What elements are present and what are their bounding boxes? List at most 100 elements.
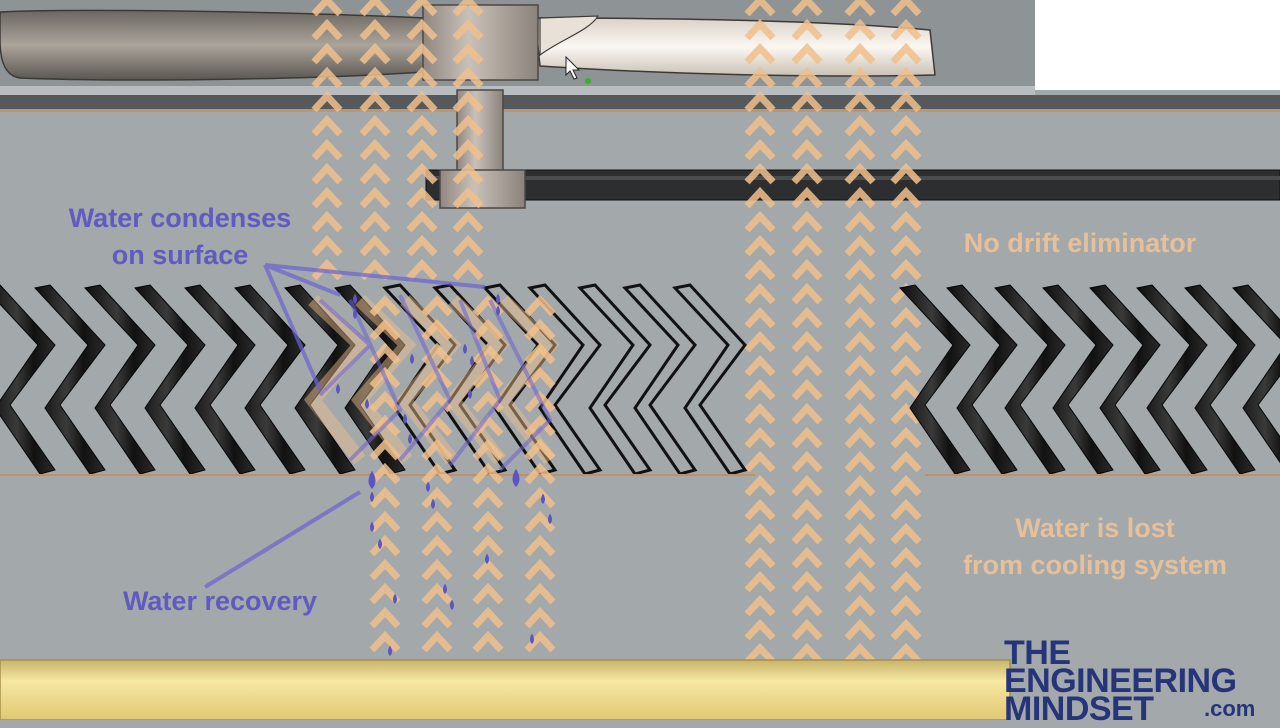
water-drop-icon [388,645,392,656]
chevron-arrow-icon [452,210,484,233]
chevron-arrow-icon [791,306,823,329]
chevron-arrow-icon [524,582,556,605]
chevron-arrow-icon [472,486,504,509]
water-drop-icon [408,433,412,444]
chevron-arrow-icon [744,570,776,593]
chevron-arrow-icon [844,450,876,473]
chevron-arrow-icon [844,210,876,233]
fan-assembly [0,0,1280,209]
chevron-arrow-icon [844,90,876,113]
chevron-arrow-icon [369,606,401,629]
cursor-arrow-icon [565,55,581,80]
eliminator-blade [34,284,106,475]
chevron-arrow-icon [844,138,876,161]
chevron-arrow-icon [844,18,876,41]
vapor-glow [395,294,462,465]
label-water-lost-line2: from cooling system [962,550,1228,580]
eliminator-blade [0,284,56,475]
eliminator-blade [1089,284,1161,475]
chevron-arrow-icon [890,570,922,593]
chevron-arrow-icon [406,210,438,233]
drift-eliminator [0,283,1280,476]
chevron-arrow-icon [452,42,484,65]
chevron-arrow-icon [890,186,922,209]
chevron-arrow-icon [311,90,343,113]
chevron-arrow-icon [890,234,922,257]
chevron-arrow-icon [744,258,776,281]
chevron-arrow-icon [791,498,823,521]
chevron-arrow-icon [406,66,438,89]
chevron-arrow-icon [844,498,876,521]
chevron-arrow-icon [359,234,391,257]
chevron-arrow-icon [890,354,922,377]
chevron-arrow-icon [406,162,438,185]
label-water-lost: Water is lost from cooling system [930,510,1260,584]
chevron-arrow-icon [890,402,922,425]
chevron-arrow-icon [524,462,556,485]
water-drop-icon [426,481,430,492]
annotation-pointers [203,263,486,589]
water-drop-icon [403,413,407,424]
chevron-arrow-icon [311,210,343,233]
chevron-arrow-icon [406,18,438,41]
eliminator-blade [84,284,156,475]
chevron-arrow-icon [791,90,823,113]
chevron-arrow-icon [791,18,823,41]
vapor-column-lower [369,294,401,653]
vapor-column-right [744,0,776,665]
chevron-arrow-icon [744,162,776,185]
chevron-arrow-icon [406,138,438,161]
chevron-arrow-icon [744,234,776,257]
chevron-arrow-icon [472,630,504,653]
vapor-arrows-upper [311,0,922,665]
chevron-arrow-icon [844,378,876,401]
eliminator-blade [234,284,306,475]
chevron-arrow-icon [369,534,401,557]
vapor-column-right [890,0,922,665]
chevron-arrow-icon [844,162,876,185]
chevron-arrow-icon [844,186,876,209]
vapor-column-left [406,0,438,281]
water-drop-icon [365,398,369,409]
chevron-arrow-icon [844,42,876,65]
chevron-arrow-icon [791,618,823,641]
chevron-arrow-icon [421,534,453,557]
water-drop-icon [370,491,374,502]
chevron-arrow-icon [359,210,391,233]
chevron-arrow-icon [791,42,823,65]
chevron-arrow-icon [524,558,556,581]
water-drop-icon [431,498,435,509]
chevron-arrow-icon [791,522,823,545]
chevron-arrow-icon [744,114,776,137]
water-drop-icon [410,353,414,364]
chevron-arrow-icon [421,486,453,509]
vapor-column-right [844,0,876,665]
chevron-arrow-icon [791,114,823,137]
chevron-arrow-icon [844,594,876,617]
water-drop-icon [496,293,500,304]
chevron-arrow-icon [369,390,401,413]
chevron-arrow-icon [472,534,504,557]
chevron-arrow-icon [472,558,504,581]
chevron-arrow-icon [359,90,391,113]
water-drop-icon [443,583,447,594]
chevron-arrow-icon [311,234,343,257]
chevron-arrow-icon [369,510,401,533]
chevron-arrow-icon [524,294,556,317]
chevron-arrow-icon [791,258,823,281]
chevron-arrow-icon [890,546,922,569]
chevron-arrow-icon [844,426,876,449]
chevron-arrow-icon [369,294,401,317]
chevron-arrow-icon [844,306,876,329]
chevron-arrow-icon [844,474,876,497]
chevron-arrow-icon [744,522,776,545]
eliminator-blade [946,284,1018,475]
chevron-arrow-icon [369,558,401,581]
water-drop-icon [353,308,357,319]
chevron-arrow-icon [359,0,391,17]
chevron-arrow-icon [844,522,876,545]
chevron-arrow-icon [791,138,823,161]
chevron-arrow-icon [311,66,343,89]
chevron-arrow-icon [744,18,776,41]
chevron-arrow-icon [524,510,556,533]
